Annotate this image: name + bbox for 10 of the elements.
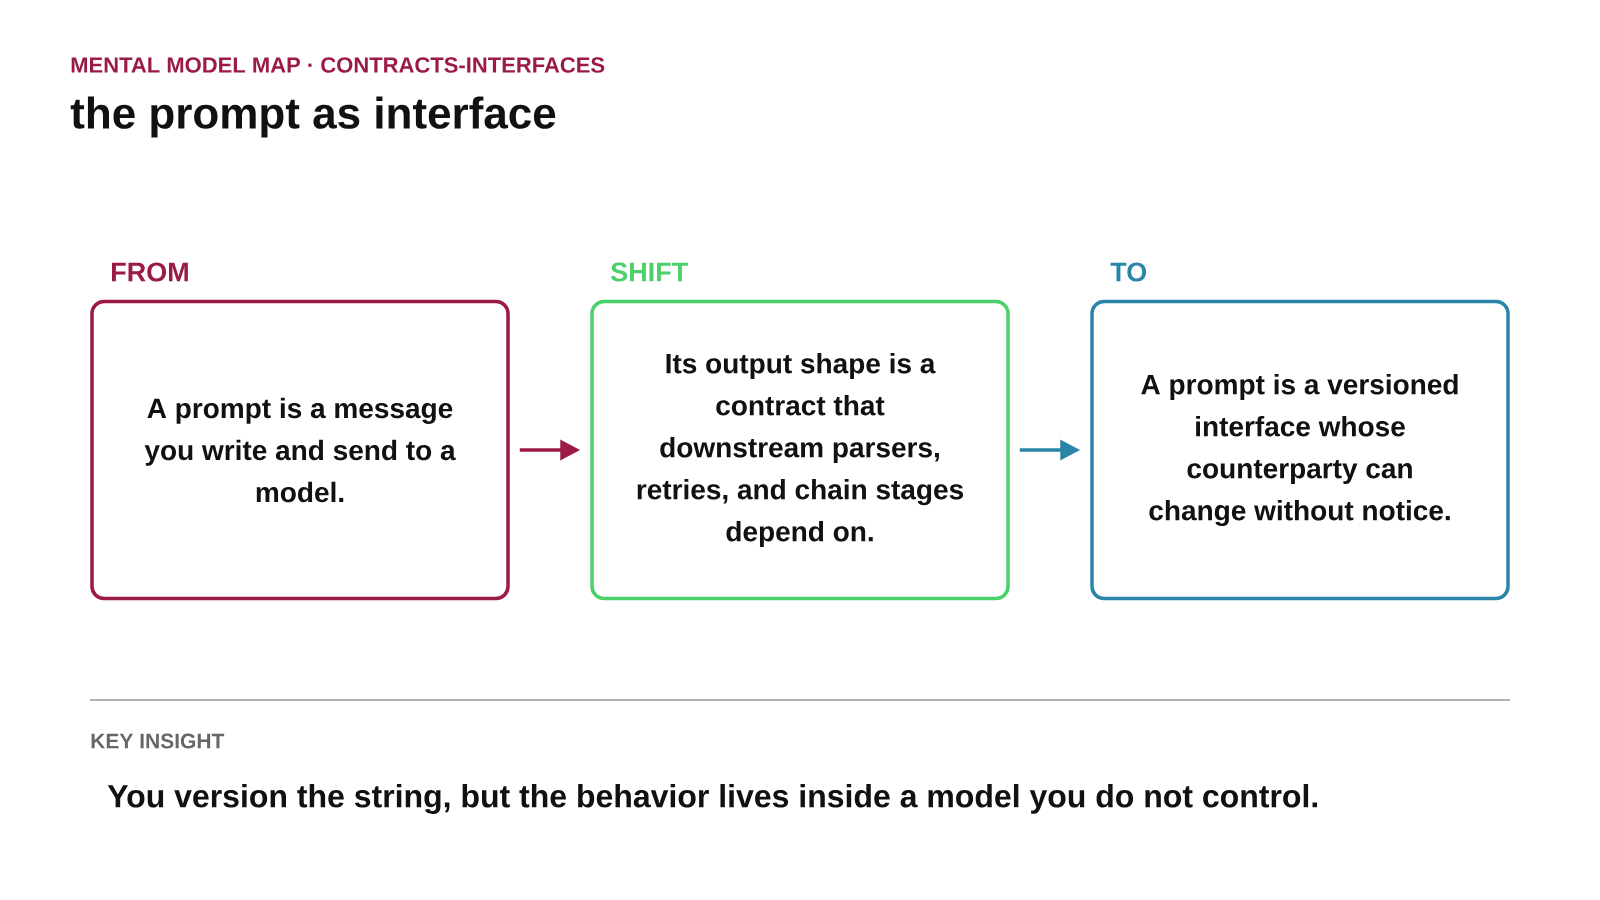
node-label: SHIFT — [610, 262, 688, 282]
process-box: SHIFT Its output shape is a contract that downstream parsers, retries, and chain stages depend on. — [590, 262, 1010, 601]
section-heading: KEY INSIGHT — [91, 733, 225, 749]
process-box: TO A prompt is a versioned interface whose counterparty can change without notice. — [1090, 262, 1510, 601]
node-label: TO — [1110, 262, 1147, 282]
title: the prompt as interface — [70, 96, 556, 138]
node-label: FROM — [112, 262, 188, 282]
process-box: FROM A prompt is a message you write and send to a model. — [90, 262, 510, 601]
insight-text: You version the string, but the behavior lives inside a model you do not control. — [107, 784, 1318, 814]
subtitle: MENTAL MODEL MAP · CONTRACTS-INTERFACES — [71, 57, 605, 73]
